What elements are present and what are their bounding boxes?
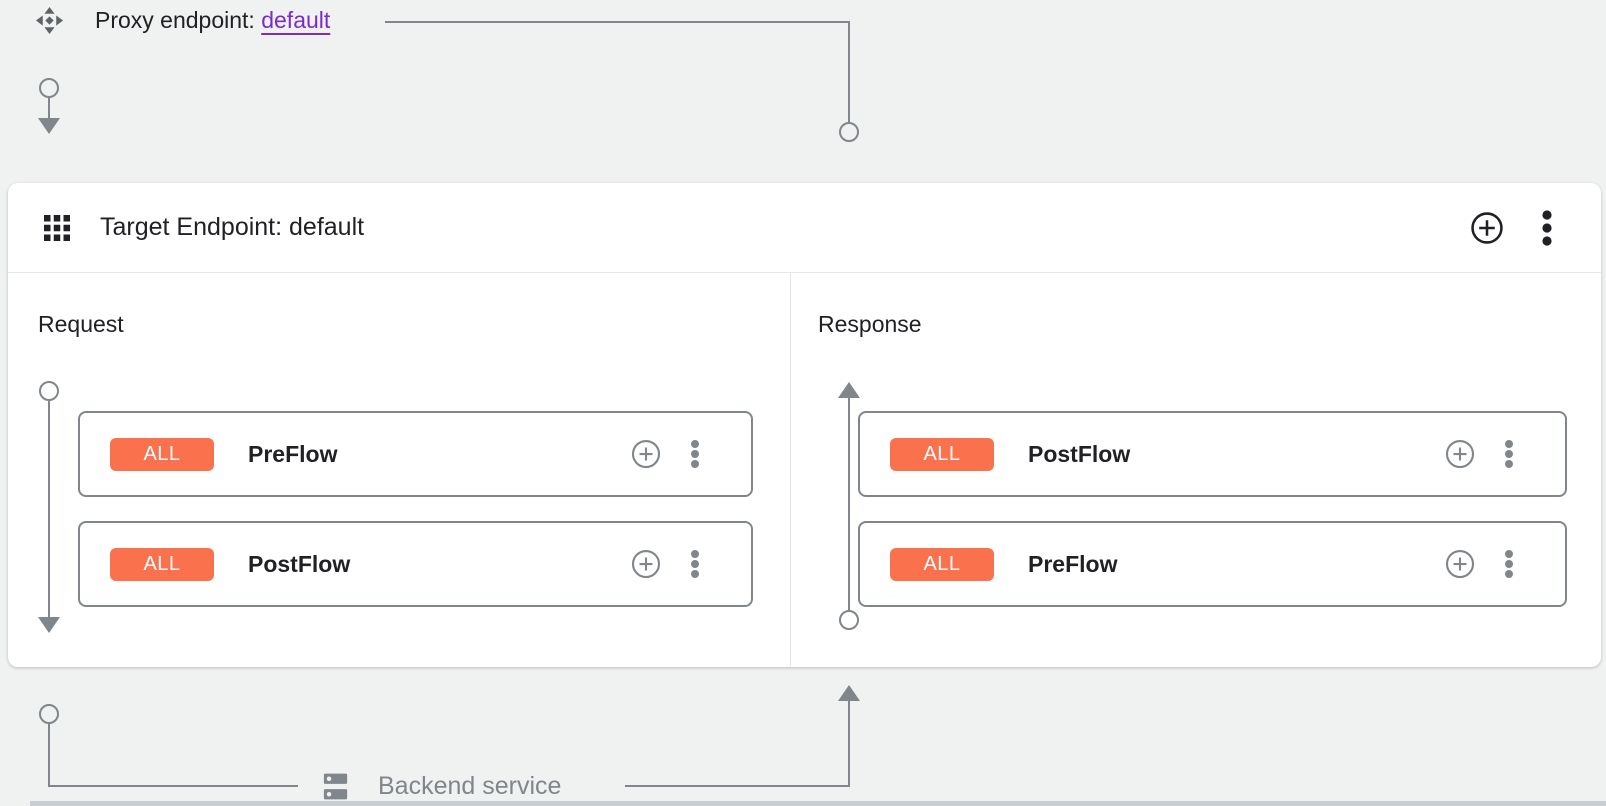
connector-left-arrow-down (38, 118, 60, 134)
connector-top-end-node (839, 122, 859, 142)
connector-left-start-node (39, 78, 59, 98)
flow-name: PreFlow (248, 440, 338, 467)
connector-bottom-start-node (39, 704, 59, 724)
request-flow-line (48, 401, 50, 617)
bottom-panel-edge (30, 801, 1606, 806)
connector-bottom-right-vertical (848, 701, 850, 786)
condition-badge: ALL (890, 437, 994, 471)
grid-3x3-icon (44, 214, 70, 241)
request-postflow-menu-button[interactable] (683, 549, 707, 579)
kebab-vertical-icon (1542, 209, 1552, 246)
target-endpoint-body: Request ALL PreFlow (8, 273, 1601, 666)
column-divider (790, 273, 791, 666)
target-endpoint-card: Target Endpoint: default Request (8, 183, 1601, 667)
backend-service-group: Backend service (320, 771, 561, 802)
condition-badge: ALL (110, 437, 214, 471)
response-flow-start-node (839, 610, 859, 630)
connector-bottom-left-vertical (48, 724, 50, 786)
response-flow-line (848, 398, 850, 610)
plus-circle-icon (1445, 549, 1475, 579)
response-heading: Response (818, 311, 922, 337)
response-postflow-menu-button[interactable] (1497, 439, 1521, 469)
backend-service-label: Backend service (378, 772, 562, 800)
proxy-endpoint-label-text: Proxy endpoint: (95, 7, 255, 33)
target-endpoint-header: Target Endpoint: default (8, 183, 1601, 273)
request-flow-start-node (39, 381, 59, 401)
flow-name: PreFlow (1028, 550, 1118, 577)
dns-server-icon (323, 773, 348, 800)
plus-circle-icon (631, 549, 661, 579)
connector-bottom-right-horizontal (625, 785, 850, 787)
plus-circle-icon (631, 439, 661, 469)
plus-circle-icon (1471, 211, 1503, 244)
connector-top-horizontal (385, 21, 850, 23)
response-preflow-add-policy-button[interactable] (1445, 549, 1475, 579)
flow-name: PostFlow (248, 550, 351, 577)
request-postflow-add-policy-button[interactable] (631, 549, 661, 579)
proxy-endpoint-label: Proxy endpoint: default (95, 7, 330, 34)
request-heading: Request (38, 311, 124, 337)
response-preflow-row[interactable]: ALL PreFlow (858, 521, 1567, 607)
plus-circle-icon (1445, 439, 1475, 469)
condition-badge: ALL (110, 547, 214, 581)
flow-name: PostFlow (1028, 440, 1131, 467)
response-preflow-menu-button[interactable] (1497, 549, 1521, 579)
request-preflow-row[interactable]: ALL PreFlow (78, 411, 753, 497)
request-flow-arrow-down (38, 617, 60, 633)
proxy-endpoint-default-link[interactable]: default (261, 7, 331, 33)
request-column: Request ALL PreFlow (8, 273, 790, 666)
response-flow-arrow-up (838, 382, 860, 398)
response-postflow-add-policy-button[interactable] (1445, 439, 1475, 469)
connector-bottom-arrow-up (838, 685, 860, 701)
kebab-vertical-icon (1505, 550, 1513, 578)
proxy-endpoint-row: Proxy endpoint: default (36, 7, 330, 34)
request-postflow-row[interactable]: ALL PostFlow (78, 521, 753, 607)
connector-left-vertical (48, 98, 50, 118)
target-endpoint-title: Target Endpoint: default (100, 213, 365, 241)
target-endpoint-add-button[interactable] (1469, 210, 1505, 246)
request-preflow-menu-button[interactable] (683, 439, 707, 469)
kebab-vertical-icon (691, 550, 699, 578)
response-postflow-row[interactable]: ALL PostFlow (858, 411, 1567, 497)
kebab-vertical-icon (1505, 440, 1513, 468)
request-preflow-add-policy-button[interactable] (631, 439, 661, 469)
connector-top-vertical (848, 21, 850, 122)
condition-badge: ALL (890, 547, 994, 581)
target-endpoint-menu-button[interactable] (1533, 209, 1561, 246)
connector-bottom-left-horizontal (48, 785, 298, 787)
kebab-vertical-icon (691, 440, 699, 468)
response-column: Response ALL PostFlow (791, 273, 1601, 666)
proxy-endpoint-icon (36, 7, 63, 34)
